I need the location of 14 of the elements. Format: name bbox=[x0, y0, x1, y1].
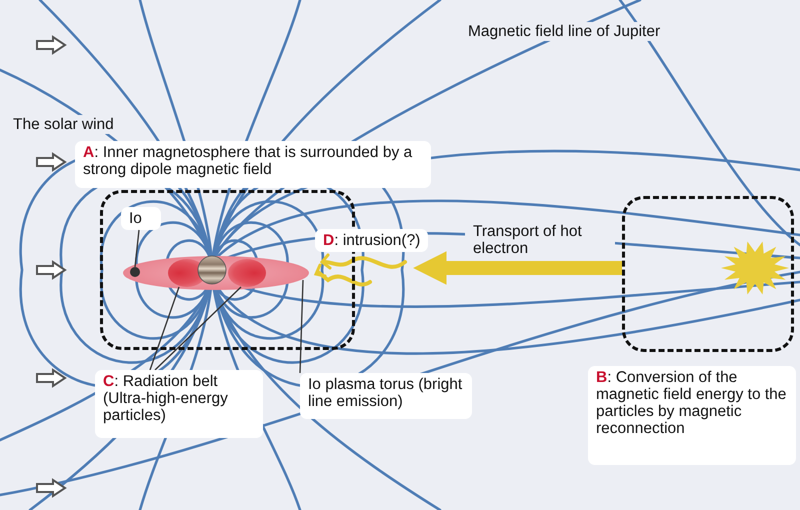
arrow bbox=[413, 251, 622, 285]
callout-label: D: intrusion(?) bbox=[315, 229, 428, 252]
moon-dot bbox=[130, 267, 140, 277]
leader-line bbox=[299, 280, 304, 374]
callout-label: Io bbox=[121, 207, 161, 230]
callout-label: A: Inner magnetosphere that is surrounded by a strong dipole magnetic field bbox=[75, 141, 431, 188]
leader-line bbox=[134, 230, 140, 268]
callout-label: Io plasma torus (bright line emission) bbox=[300, 373, 472, 419]
callout-label: B: Conversion of the magnetic field energy to the particles by magnetic reconnection bbox=[588, 366, 796, 465]
leader-line bbox=[154, 286, 242, 370]
radiation-belt-drawing bbox=[228, 259, 266, 287]
dashed-region-box bbox=[622, 196, 794, 352]
callout-label: C: Radiation belt (Ultra-high-energy particles) bbox=[95, 370, 263, 438]
leader-line bbox=[149, 286, 180, 370]
